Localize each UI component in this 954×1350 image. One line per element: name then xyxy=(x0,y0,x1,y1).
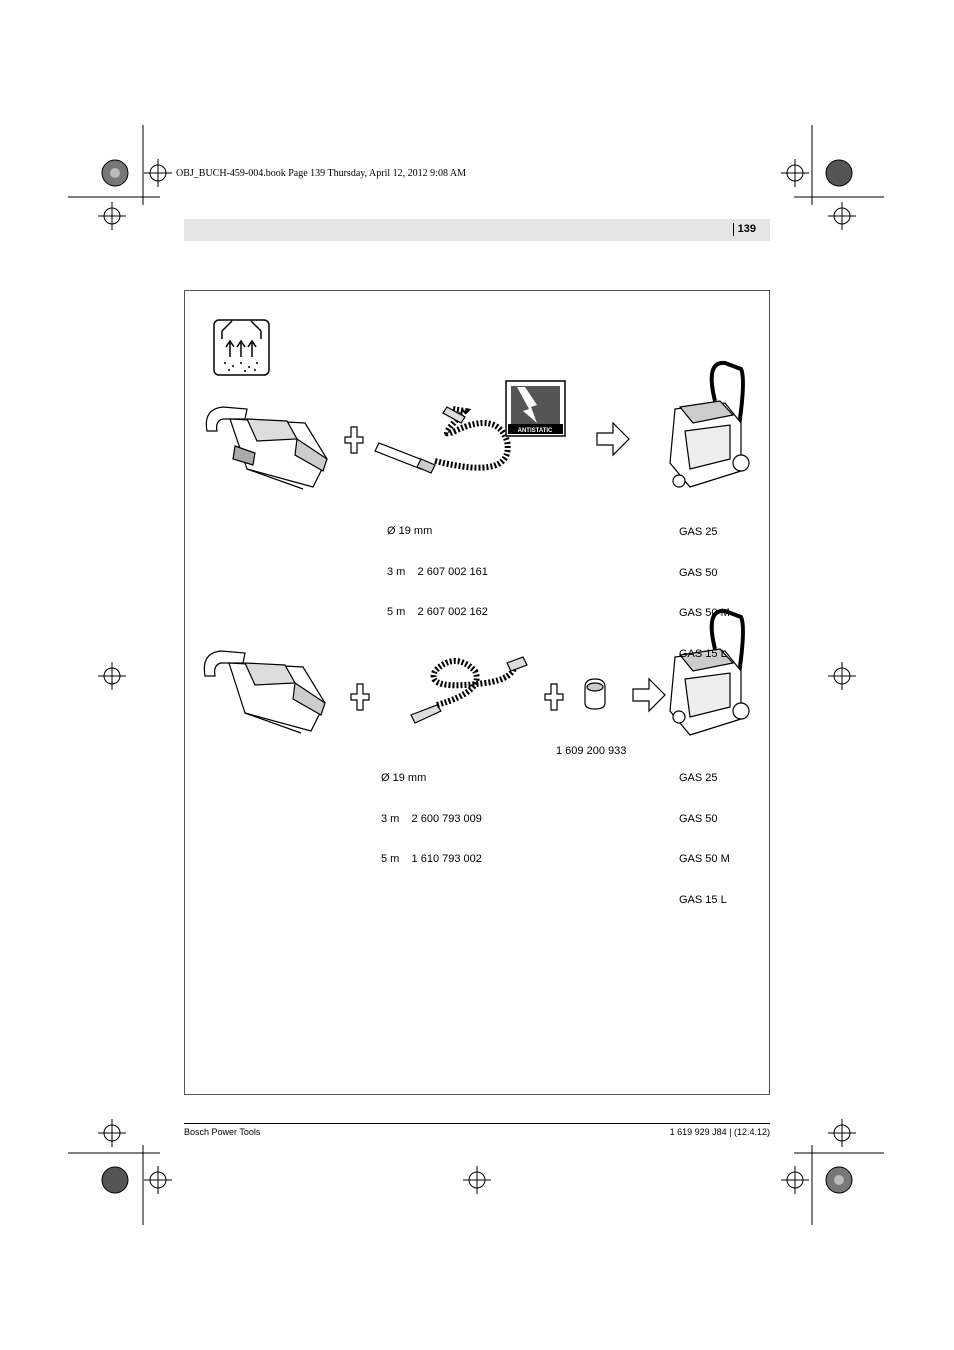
antistatic-label: ANTISTATIC xyxy=(518,428,553,434)
arrow-right-icon xyxy=(596,421,630,457)
belt-sander-icon xyxy=(203,650,326,734)
dust-extraction-icon xyxy=(213,319,270,376)
vacuum-models-row1: GAS 25 GAS 50 GAS 50 M GAS 15 L xyxy=(679,499,730,688)
arrow-right-icon xyxy=(632,677,666,713)
vacuum-models-row2: GAS 25 GAS 50 GAS 50 M GAS 15 L xyxy=(679,745,730,934)
hose-spec-line: Ø 19 mm xyxy=(387,525,433,537)
registration-target-icon xyxy=(463,1166,491,1194)
plus-icon xyxy=(344,426,364,454)
illustration-art: ANTISTATIC xyxy=(203,319,750,736)
footer-publisher: Bosch Power Tools xyxy=(184,1127,261,1137)
registration-target-icon xyxy=(144,159,172,187)
plus-icon xyxy=(350,683,370,711)
vacuum-model: GAS 25 xyxy=(679,526,718,538)
registration-target-icon xyxy=(828,1119,856,1147)
registration-target-icon xyxy=(828,202,856,230)
vacuum-cleaner-icon xyxy=(669,608,750,736)
header-bar: 139 xyxy=(184,219,770,241)
vacuum-model: GAS 50 M xyxy=(679,607,730,619)
print-header: OBJ_BUCH-459-004.book Page 139 Thursday,… xyxy=(176,168,466,179)
registration-target-icon xyxy=(98,202,126,230)
plus-icon xyxy=(544,683,564,711)
adapter-icon xyxy=(584,678,606,710)
hose-icon xyxy=(410,656,528,724)
vacuum-model: GAS 50 xyxy=(679,566,718,579)
vacuum-model: GAS 50 xyxy=(679,812,718,825)
registration-target-icon xyxy=(781,159,809,187)
registration-target-icon xyxy=(98,1119,126,1147)
adapter-part-number: 1 609 200 933 xyxy=(556,745,627,757)
color-wheel-icon xyxy=(101,159,853,1194)
registration-target-icon xyxy=(828,662,856,690)
registration-target-icon xyxy=(144,1166,172,1194)
hose-spec-line: Ø 19 mm xyxy=(381,772,427,784)
hose-spec-line: 5 m 2 607 002 162 xyxy=(387,606,488,618)
vacuum-cleaner-icon xyxy=(669,360,750,488)
hose-spec-line: 5 m 1 610 793 002 xyxy=(381,853,482,865)
vacuum-model: GAS 50 M xyxy=(679,853,730,865)
page-number: 139 xyxy=(732,223,756,236)
illustration-frame: ANTISTATIC xyxy=(184,290,770,1095)
hose-spec-line: 3 m 2 607 002 161 xyxy=(387,565,488,578)
vacuum-model: GAS 15 L xyxy=(679,647,727,660)
hose-specs-row2: Ø 19 mm 3 m 2 600 793 009 5 m 1 610 793 … xyxy=(381,745,482,894)
hose-icon xyxy=(374,406,511,474)
registration-target-icon xyxy=(98,662,126,690)
antistatic-icon: ANTISTATIC xyxy=(505,380,566,437)
belt-sander-icon xyxy=(205,406,328,490)
footer-rule xyxy=(184,1123,770,1124)
registration-target-icon xyxy=(781,1166,809,1194)
hose-specs-row1: Ø 19 mm 3 m 2 607 002 161 5 m 2 607 002 … xyxy=(387,498,488,647)
footer-doc-number: 1 619 929 J84 | (12.4.12) xyxy=(669,1127,770,1137)
vacuum-model: GAS 25 xyxy=(679,772,718,784)
vacuum-model: GAS 15 L xyxy=(679,893,727,906)
hose-spec-line: 3 m 2 600 793 009 xyxy=(381,812,482,825)
